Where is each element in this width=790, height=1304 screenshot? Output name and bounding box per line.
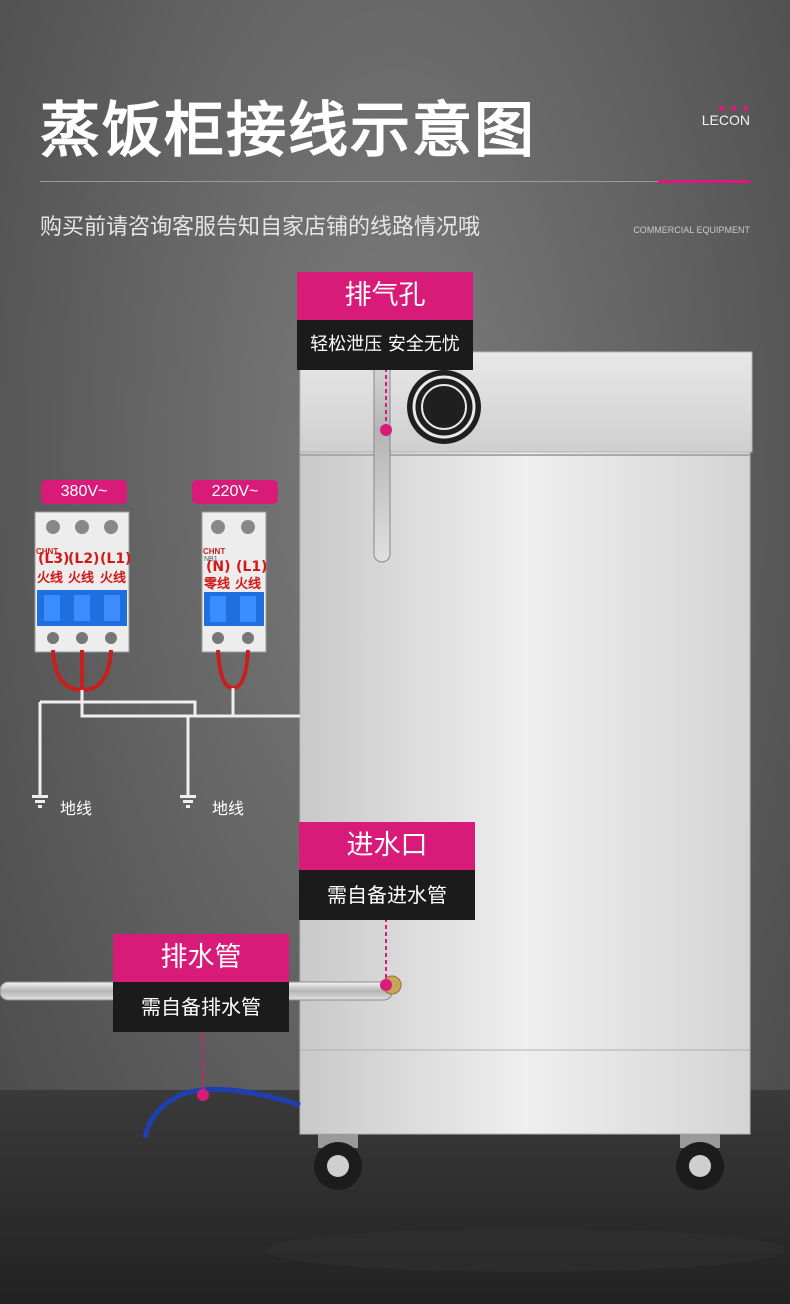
- header-divider: [40, 181, 750, 182]
- terminal-l3: (L3): [38, 551, 70, 567]
- wire-label-l2: 火线: [68, 571, 95, 586]
- breaker-brand-220v: CHNT: [203, 547, 226, 556]
- wire-label-l3: 火线: [37, 571, 64, 586]
- brand-tagline: COMMERCIAL EQUIPMENT: [633, 225, 750, 235]
- drain-hose: [142, 1086, 301, 1139]
- callout-vent-title: 排气孔: [297, 272, 473, 320]
- steam-cabinet: [299, 299, 753, 1190]
- terminal-l2: (L2): [68, 551, 100, 567]
- brand-dots: [712, 96, 748, 115]
- terminal-n: (N): [206, 559, 231, 575]
- vent-fan-icon: [407, 370, 481, 444]
- callout-drain: 排水管 需自备排水管: [113, 934, 289, 1032]
- wire-label-neutral: 零线: [204, 577, 231, 592]
- callout-vent: 排气孔 轻松泄压 安全无忧: [297, 272, 473, 370]
- ground-symbol-icon: [32, 795, 196, 808]
- breaker-380v: [34, 511, 130, 653]
- callout-inlet: 进水口 需自备进水管: [299, 822, 475, 920]
- breaker-model-220v: NB1: [204, 556, 218, 563]
- terminal-l1-single: (L1): [236, 559, 268, 575]
- breaker-220v: [201, 511, 267, 653]
- subtitle: 购买前请咨询客服告知自家店铺的线路情况哦: [40, 215, 481, 240]
- terminal-l1: (L1): [100, 551, 132, 567]
- ground-wiring: [38, 688, 300, 795]
- callout-inlet-desc: 需自备进水管: [299, 870, 475, 920]
- voltage-badge-220v: 220V~: [192, 480, 278, 504]
- header-divider-accent: [658, 180, 750, 183]
- caster-wheel-left: [314, 1134, 362, 1190]
- wire-label-live: 火线: [235, 577, 262, 592]
- breaker-brand-380v: CHNT: [36, 547, 59, 556]
- brand-logo: LECON: [701, 112, 750, 128]
- wire-label-l1: 火线: [100, 571, 127, 586]
- callout-drain-title: 排水管: [113, 934, 289, 982]
- ground-label-left: 地线: [60, 799, 93, 818]
- callout-inlet-title: 进水口: [299, 822, 475, 870]
- callout-drain-desc: 需自备排水管: [113, 982, 289, 1032]
- callout-vent-desc: 轻松泄压 安全无忧: [297, 320, 473, 370]
- caster-wheel-right: [676, 1134, 724, 1190]
- page-title: 蒸饭柜接线示意图: [40, 96, 536, 166]
- voltage-badge-380v: 380V~: [41, 480, 127, 504]
- ground-label-right: 地线: [212, 799, 245, 818]
